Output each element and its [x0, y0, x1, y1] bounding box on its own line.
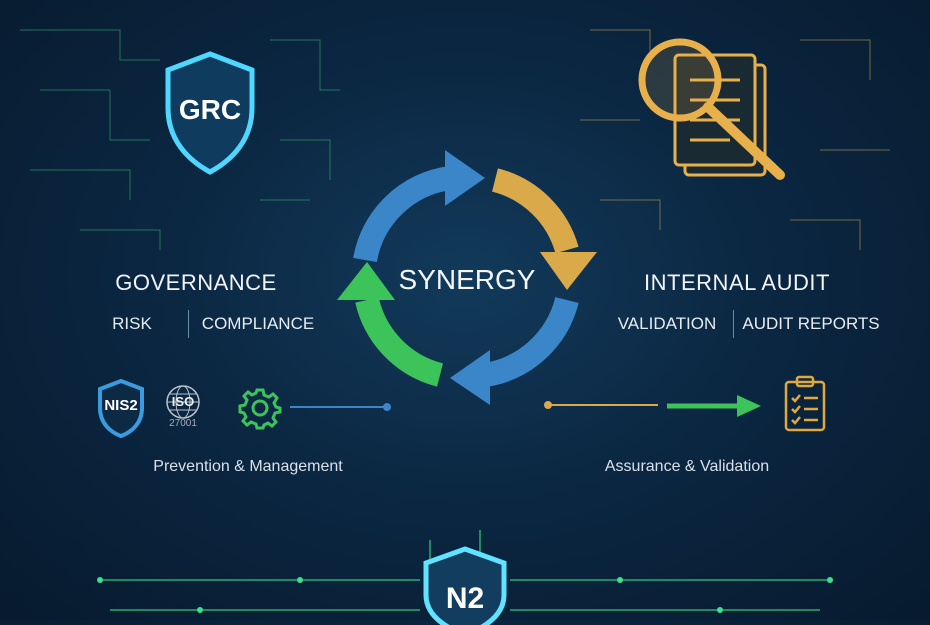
- left-connector-line: [290, 403, 391, 411]
- cycle-arrow-gold: [491, 168, 579, 254]
- risk-label: RISK: [112, 314, 152, 333]
- audit-reports-label: AUDIT REPORTS: [742, 314, 880, 333]
- right-connector-line: [544, 401, 658, 409]
- iso-globe-icon: [166, 385, 200, 419]
- cycle-arrow-blue-bottom: [482, 296, 579, 387]
- validation-label: VALIDATION: [617, 314, 717, 333]
- assurance-caption: Assurance & Validation: [604, 458, 770, 475]
- right-arrow-icon: [667, 395, 761, 417]
- divider: [733, 310, 734, 338]
- n2-shield-icon: [423, 546, 507, 625]
- iso-label: ISO: [171, 394, 195, 409]
- synergy-cycle-diagram: [337, 150, 597, 405]
- synergy-label: SYNERGY: [398, 264, 536, 295]
- cycle-arrow-green: [355, 297, 444, 387]
- prevention-caption: Prevention & Management: [153, 458, 343, 475]
- gear-icon: [238, 388, 282, 430]
- internal-audit-heading: INTERNAL AUDIT: [644, 270, 830, 295]
- clipboard-checklist-icon: [784, 375, 826, 432]
- audit-magnifier-icon: [638, 38, 785, 180]
- n2-logo-text: N2: [445, 582, 485, 615]
- grc-logo-text: GRC: [178, 94, 242, 125]
- governance-heading: GOVERNANCE: [115, 270, 277, 295]
- compliance-label: COMPLIANCE: [201, 314, 315, 333]
- iso-number: 27001: [169, 418, 197, 429]
- divider: [188, 310, 189, 338]
- grc-shield-icon: [165, 51, 255, 175]
- nis2-label: NIS2: [104, 397, 138, 414]
- nis2-shield-icon: [98, 378, 144, 438]
- cycle-arrow-blue-top: [353, 166, 452, 263]
